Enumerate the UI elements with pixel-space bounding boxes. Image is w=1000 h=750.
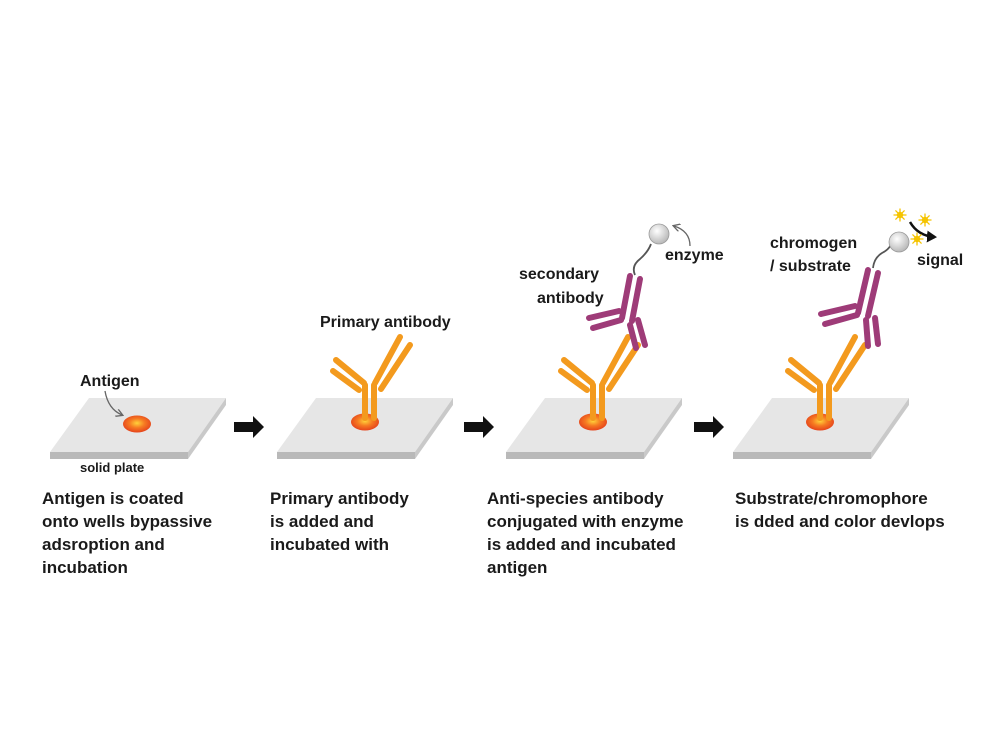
step-1-panel: Antigen solid plate (50, 373, 226, 475)
antigen-label: Antigen (80, 373, 140, 390)
signal-star-icon (893, 208, 907, 222)
enzyme-pointer-arrow (674, 226, 691, 247)
primary-antibody (785, 334, 868, 421)
antigen-pointer-arrow (104, 390, 122, 415)
arrow-2 (464, 416, 494, 438)
arrow-3 (694, 416, 724, 438)
secondary-antibody (818, 267, 881, 349)
step-4-caption: Substrate/chromophore is dded and color … (735, 487, 985, 533)
solid-plate-edge (50, 452, 188, 459)
step-2-caption: Primary antibody is added and incubated … (270, 487, 510, 556)
secondary-antibody-label-line2: antibody (537, 290, 604, 307)
primary-antibody-label: Primary antibody (320, 314, 451, 331)
primary-antibody (330, 334, 413, 421)
primary-antibody (558, 334, 641, 421)
signal-star-icon (910, 232, 924, 246)
secondary-antibody-label-line1: secondary (519, 266, 599, 283)
caption-line: Antigen is coated (42, 489, 184, 508)
caption-line: onto wells bypassive (42, 512, 213, 531)
solid-plate-edge (277, 452, 415, 459)
solid-plate-edge (733, 452, 871, 459)
caption-line: incubation (42, 558, 128, 577)
signal-arrow (908, 221, 937, 243)
step-4-panel: chromogen / substrate signal (733, 208, 963, 459)
caption-line: conjugated with enzyme (487, 512, 684, 531)
signal-label: signal (917, 252, 963, 269)
caption-line: Anti-species antibody (487, 489, 664, 508)
enzyme-linker (632, 243, 652, 276)
caption-line: adsroption and (42, 535, 165, 554)
enzyme-linker (872, 241, 893, 269)
caption-line: incubated with (270, 535, 389, 554)
antigen (123, 415, 151, 433)
caption-line: Primary antibody (270, 489, 409, 508)
step-3-panel: enzyme secondary antibody (506, 224, 724, 459)
secondary-antibody (586, 273, 648, 351)
enzyme-label: enzyme (665, 247, 724, 264)
step-2-panel: Primary antibody (277, 314, 453, 459)
caption-line: is added and incubated (487, 535, 676, 554)
arrow-1 (234, 416, 264, 438)
signal-star-icon (918, 213, 932, 227)
chromogen-label-line2: / substrate (770, 258, 851, 275)
caption-line: Substrate/chromophore (735, 489, 928, 508)
chromogen-label-line1: chromogen (770, 235, 857, 252)
caption-line: antigen (487, 558, 548, 577)
enzyme (648, 223, 670, 245)
enzyme (888, 231, 910, 253)
solid-plate-label: solid plate (80, 460, 144, 475)
step-1-caption: Antigen is coated onto wells bypassive a… (42, 487, 282, 579)
caption-line: is added and (270, 512, 374, 531)
caption-line: is dded and color devlops (735, 512, 945, 531)
solid-plate-edge (506, 452, 644, 459)
step-3-caption: Anti-species antibody conjugated with en… (487, 487, 727, 579)
